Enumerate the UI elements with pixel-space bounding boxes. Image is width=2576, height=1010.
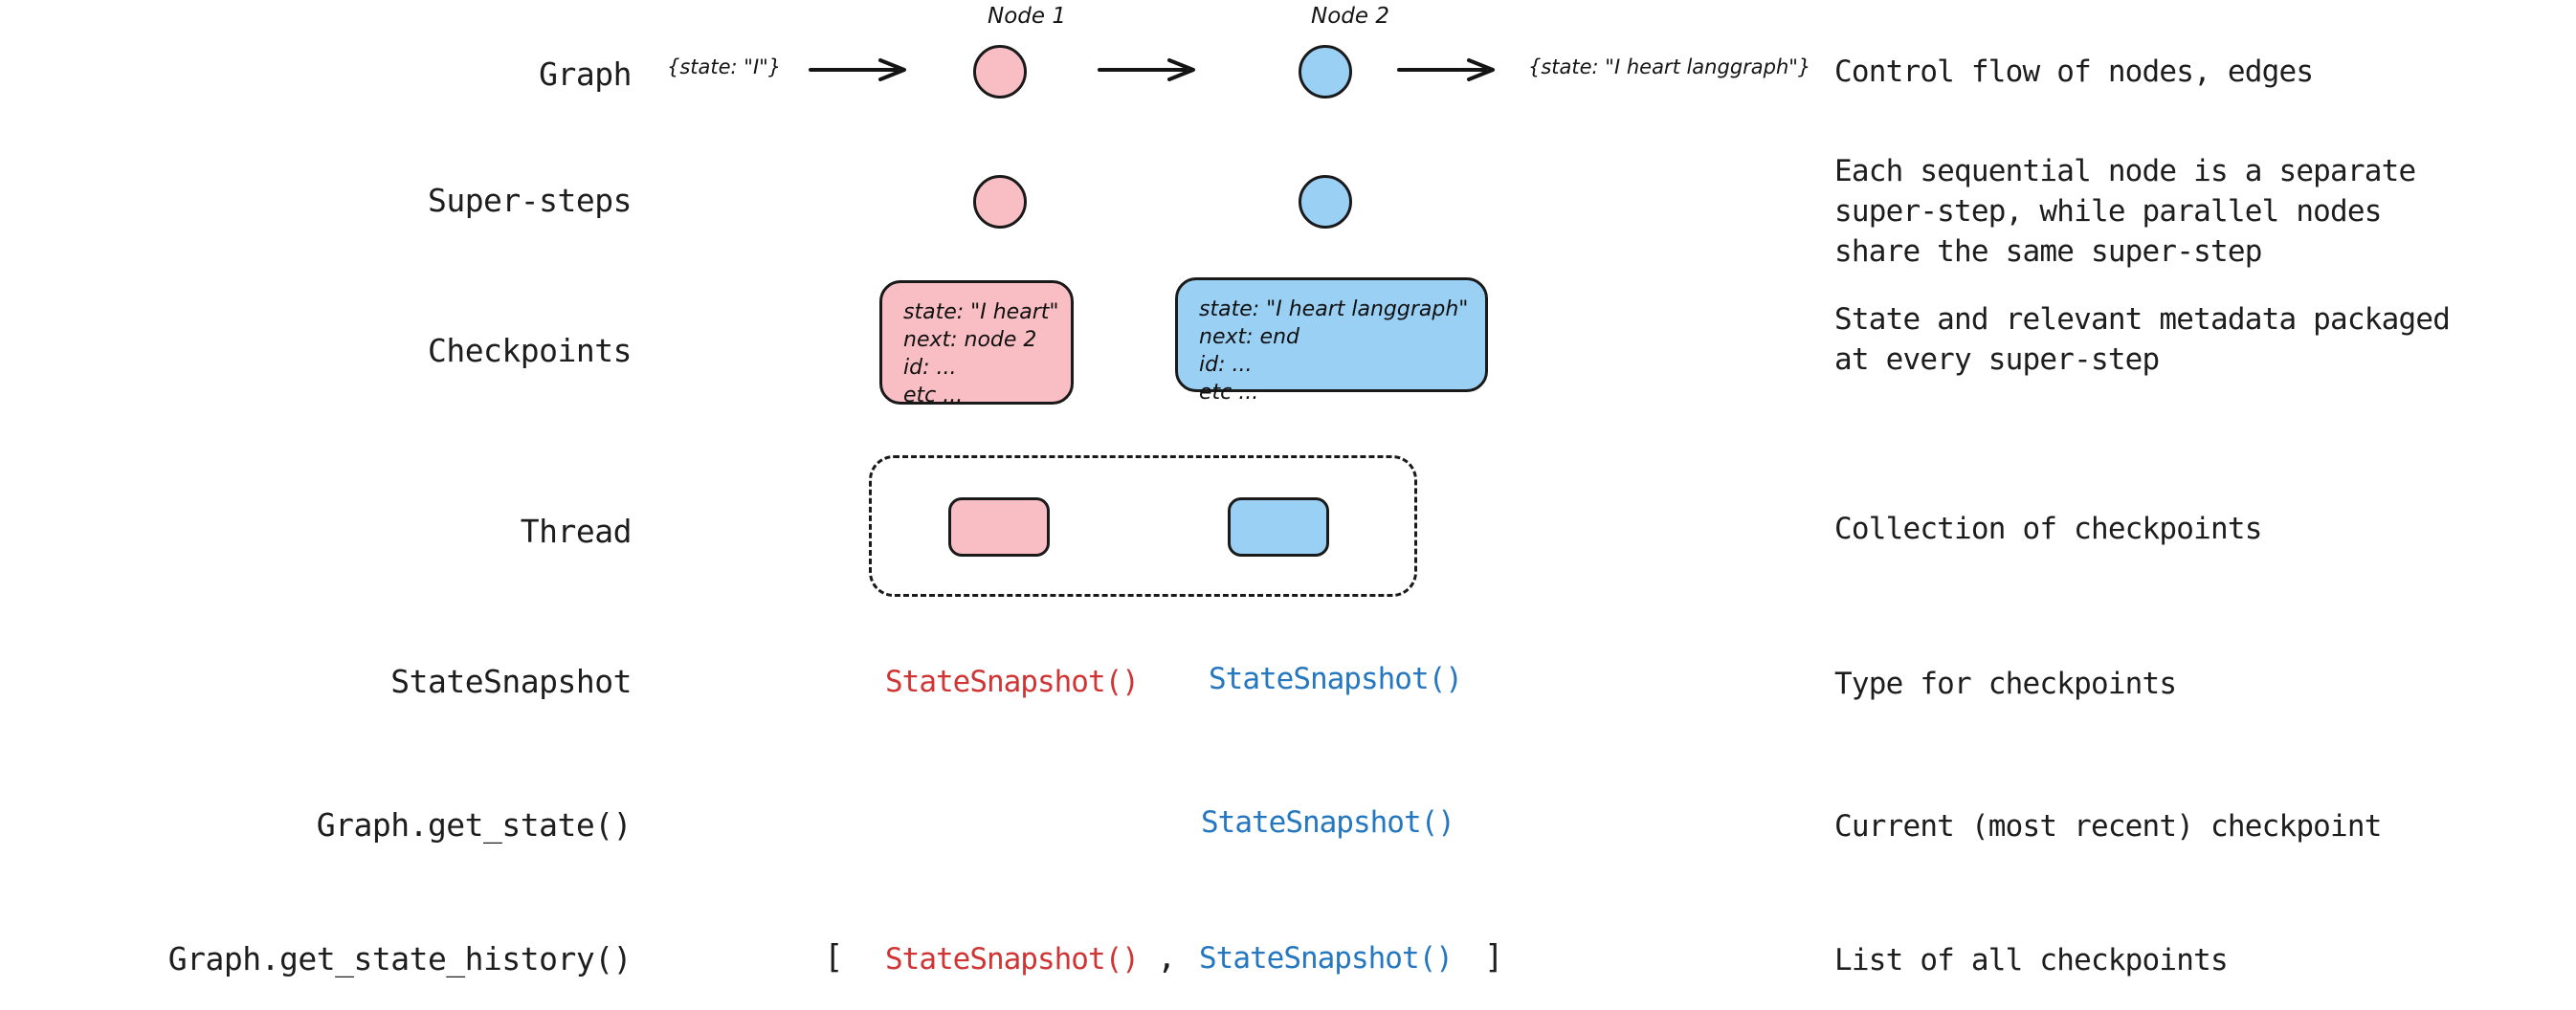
graph-input-state-label: {state: "I"} [667,55,782,78]
history-comma: , [1157,938,1177,977]
row-desc-checkpoints: State and relevant metadata packaged at … [1834,302,2451,377]
checkpoint-1-state: state: "I heart" [903,300,1059,324]
super-step-node-1 [973,175,1027,229]
row-label-super-steps: Super-steps [427,182,633,219]
super-step-node-2 [1299,175,1352,229]
graph-node-1 [973,45,1027,99]
history-snapshot-token-2: StateSnapshot() [1199,941,1454,976]
history-open-bracket: [ [824,938,844,977]
checkpoint-1-id: id: ... [903,356,957,380]
checkpoint-2-state: state: "I heart langgraph" [1199,297,1469,321]
row-desc-statesnapshot: Type for checkpoints [1834,667,2177,701]
graph-arrow-3 [1397,58,1495,81]
statesnapshot-token-1: StateSnapshot() [885,665,1140,699]
node-1-caption: Node 1 [988,4,1066,29]
get-state-snapshot-token: StateSnapshot() [1201,805,1455,840]
row-label-checkpoints: Checkpoints [427,332,633,369]
row-desc-get-state-history: List of all checkpoints [1834,943,2229,977]
thread-outline [869,455,1417,597]
checkpoint-2-next: next: end [1199,325,1299,349]
row-graph: Graph {state: "I"} Node 1 Node 2 {state:… [0,0,2576,143]
checkpoint-1-next: next: node 2 [903,328,1037,352]
row-checkpoints: Checkpoints state: "I heart" next: node … [0,258,2576,440]
row-get-state: Graph.get_state() StateSnapshot() Curren… [0,775,2576,909]
history-close-bracket: ] [1484,938,1504,977]
checkpoint-2-etc: etc ... [1199,381,1259,405]
row-label-graph: Graph [539,55,632,93]
row-label-get-state: Graph.get_state() [316,806,633,844]
graph-arrow-2 [1098,58,1195,81]
row-desc-thread: Collection of checkpoints [1834,512,2262,546]
statesnapshot-token-2: StateSnapshot() [1209,662,1463,696]
row-statesnapshot: StateSnapshot StateSnapshot() StateSnaps… [0,631,2576,775]
checkpoint-1-etc: etc ... [903,384,964,407]
row-get-state-history: Graph.get_state_history() [ StateSnapsho… [0,909,2576,1010]
checkpoint-box-2: state: "I heart langgraph" next: end id:… [1175,277,1488,405]
checkpoint-2-id: id: ... [1199,353,1253,377]
node-2-caption: Node 2 [1311,4,1389,29]
row-thread: Thread Collection of checkpoints [0,440,2576,631]
row-super-steps: Super-steps Each sequential node is a se… [0,143,2576,269]
graph-output-state-label: {state: "I heart langgraph"} [1528,55,1811,78]
row-label-statesnapshot: StateSnapshot [390,663,632,700]
graph-arrow-1 [809,58,906,81]
history-snapshot-token-1: StateSnapshot() [885,942,1140,977]
row-desc-graph: Control flow of nodes, edges [1834,55,2314,89]
row-label-get-state-history: Graph.get_state_history() [167,940,633,977]
graph-node-2 [1299,45,1352,99]
row-desc-get-state: Current (most recent) checkpoint [1834,809,2382,844]
row-desc-super-steps: Each sequential node is a separate super… [1834,154,2416,269]
thread-checkpoint-1 [948,497,1050,557]
row-label-thread: Thread [520,513,633,550]
checkpoint-box-1: state: "I heart" next: node 2 id: ... et… [879,280,1074,407]
thread-checkpoint-2 [1228,497,1329,557]
